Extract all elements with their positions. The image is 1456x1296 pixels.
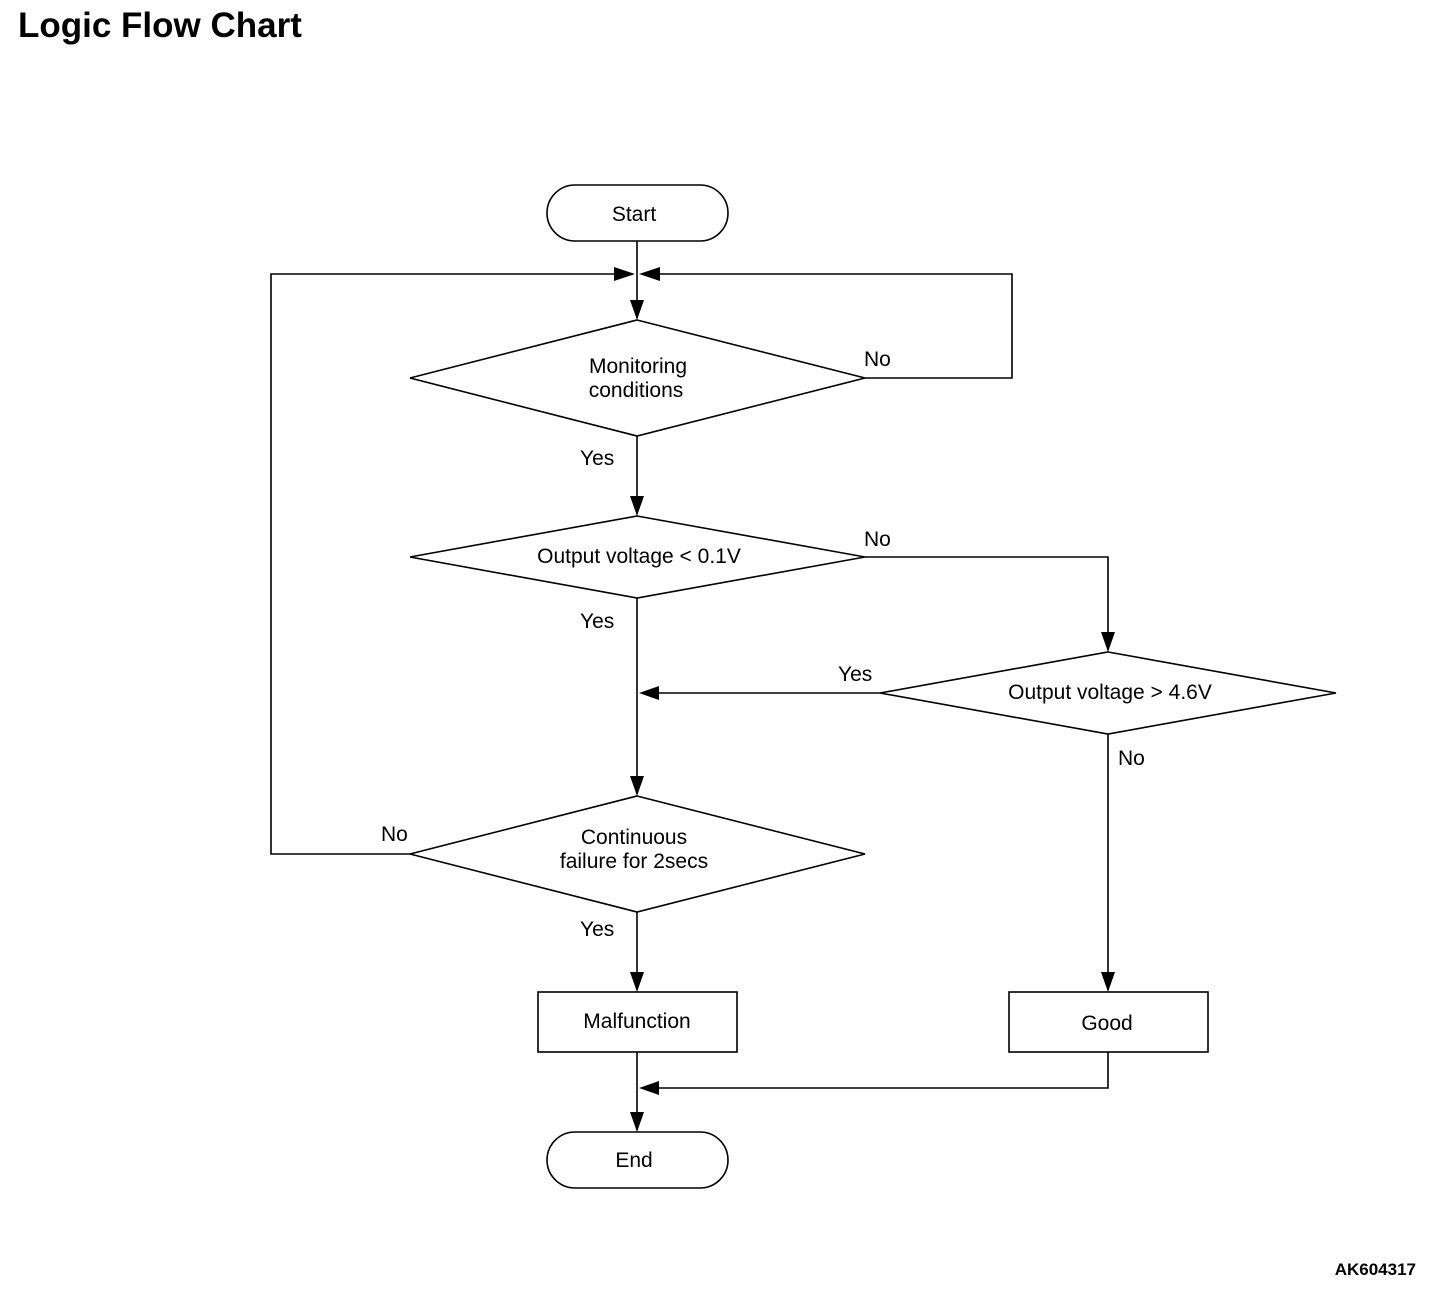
- low-voltage-no-label: No: [864, 528, 891, 551]
- malfunction-label: Malfunction: [583, 1010, 690, 1033]
- monitoring-label-line1: Monitoring: [589, 355, 687, 378]
- low-voltage-yes-label: Yes: [580, 610, 614, 633]
- end-node: End: [546, 1131, 729, 1189]
- arrowhead-into-continuous: [630, 776, 644, 796]
- edge-monitoring-no-loop: [643, 273, 1013, 379]
- high-voltage-label: Output voltage > 4.6V: [1008, 681, 1212, 704]
- malfunction-node: Malfunction: [537, 991, 738, 1053]
- monitoring-decision: Monitoring conditions: [409, 319, 866, 437]
- edge-labels: No Yes No Yes Yes No No Yes: [381, 348, 1145, 941]
- arrowhead-left-loop-merge: [614, 267, 635, 281]
- page-title: Logic Flow Chart: [18, 6, 302, 45]
- arrowhead-right-loop-merge: [639, 267, 660, 281]
- continuous-decision: Continuous failure for 2secs: [409, 795, 866, 913]
- continuous-yes-label: Yes: [580, 918, 614, 941]
- high-voltage-decision: Output voltage > 4.6V: [879, 651, 1337, 735]
- connectors: [270, 241, 1109, 1130]
- arrowhead-into-low-voltage: [630, 496, 644, 516]
- start-label: Start: [612, 203, 657, 226]
- edge-good-to-end: [643, 1052, 1109, 1089]
- monitoring-yes-label: Yes: [580, 447, 614, 470]
- start-node: Start: [546, 184, 729, 242]
- continuous-label-line2: failure for 2secs: [560, 850, 708, 873]
- high-voltage-no-label: No: [1118, 747, 1145, 770]
- end-label: End: [615, 1149, 652, 1172]
- good-node: Good: [1008, 991, 1209, 1053]
- arrowhead-high-yes-merge: [639, 686, 659, 700]
- edge-continuous-no-loop: [270, 273, 631, 855]
- arrowhead-into-end: [630, 1112, 644, 1132]
- continuous-no-label: No: [381, 823, 408, 846]
- arrowhead-good-merge: [639, 1081, 659, 1095]
- edge-low-voltage-no: [865, 556, 1109, 650]
- monitoring-no-label: No: [864, 348, 891, 371]
- continuous-label-line1: Continuous: [581, 826, 687, 849]
- arrowhead-into-good: [1101, 972, 1115, 992]
- figure-id: AK604317: [1334, 1260, 1416, 1279]
- good-label: Good: [1081, 1012, 1132, 1035]
- arrowhead-into-malfunction: [630, 972, 644, 992]
- arrowheads: [614, 267, 1115, 1132]
- arrowhead-into-monitoring: [630, 300, 644, 320]
- low-voltage-label: Output voltage < 0.1V: [537, 545, 741, 568]
- low-voltage-decision: Output voltage < 0.1V: [409, 515, 866, 599]
- high-voltage-yes-label: Yes: [838, 663, 872, 686]
- monitoring-label-line2: conditions: [589, 379, 684, 402]
- arrowhead-into-high-voltage: [1101, 632, 1115, 652]
